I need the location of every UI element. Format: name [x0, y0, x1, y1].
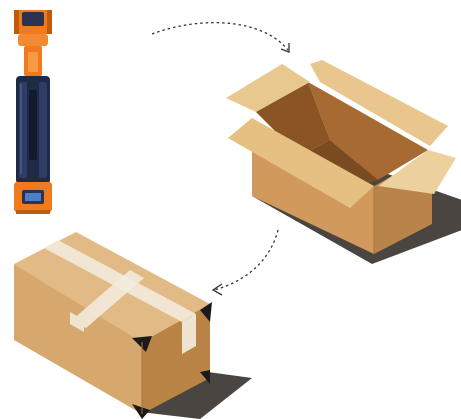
device-base-screen-glow — [25, 193, 41, 201]
device-body-highlight — [20, 84, 22, 174]
device-neck-inner — [28, 52, 38, 72]
device-to-open-box-arrow — [152, 23, 289, 52]
open-box-to-sealed-box-arrow — [213, 230, 278, 295]
arrow-path-2 — [214, 230, 278, 290]
device-body-panel-right — [39, 82, 47, 178]
device-top-frame-left — [14, 10, 19, 34]
device-top-head — [22, 12, 44, 26]
device-head-band — [18, 34, 48, 46]
open-cardboard-box — [226, 60, 461, 264]
device-base-foot — [16, 210, 50, 214]
orange-navy-device — [14, 10, 52, 214]
arrow-path-1 — [152, 23, 288, 50]
device-body-slot — [29, 90, 37, 160]
sealed-cardboard-box — [14, 232, 252, 419]
device-top-frame-right — [47, 10, 52, 34]
arrowhead-1 — [281, 43, 289, 52]
